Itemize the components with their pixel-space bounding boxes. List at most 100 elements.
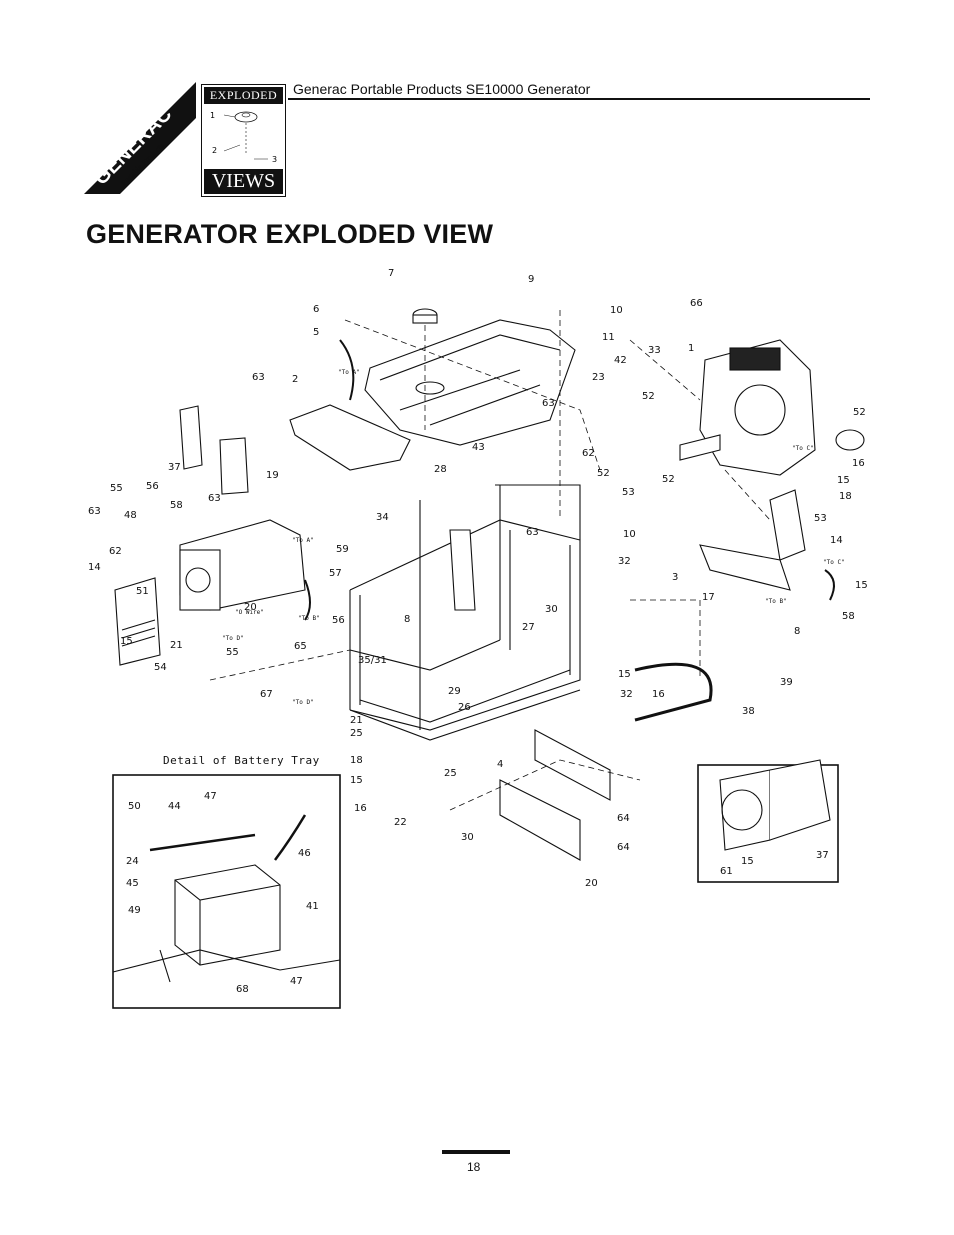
callout-7: 7 xyxy=(388,268,394,279)
callout-54: 55 xyxy=(226,647,239,658)
callout-16a: 16 xyxy=(852,458,865,469)
callout-5: 5 xyxy=(313,327,319,338)
callout-52f: 53 xyxy=(814,513,827,524)
callout-15d: 15 xyxy=(618,669,631,680)
callout-63: 63 xyxy=(252,372,265,383)
callout-23: 23 xyxy=(592,372,605,383)
callout-62a: 63 xyxy=(208,493,221,504)
battery-tray-caption: Detail of Battery Tray xyxy=(163,754,320,767)
callout-52a: 52 xyxy=(642,391,655,402)
callout-18a: 18 xyxy=(839,491,852,502)
views-label-2: 2 xyxy=(212,146,217,155)
note-to-b-2: "To B" xyxy=(765,598,787,605)
callout-43: 44 xyxy=(168,801,181,812)
callout-41: 42 xyxy=(614,355,627,366)
callout-63d: 64 xyxy=(617,813,630,824)
callout-14b: 14 xyxy=(88,562,101,573)
callout-19: 19 xyxy=(266,470,279,481)
callout-15f: 15 xyxy=(741,856,754,867)
page-number: 18 xyxy=(467,1160,481,1174)
callout-50: 50 xyxy=(128,801,141,812)
note-o-wire: "O Wire" xyxy=(235,609,264,616)
callout-4: 4 xyxy=(497,759,503,770)
note-to-d-2: "To D" xyxy=(292,699,314,706)
callout-48: 48 xyxy=(124,510,137,521)
views-badge-illustration: 1 2 3 xyxy=(210,111,277,164)
callout-64: 66 xyxy=(690,298,703,309)
callout-12: 11 xyxy=(602,332,615,343)
callout-45: 46 xyxy=(298,848,311,859)
views-label-3: 3 xyxy=(272,155,277,164)
callout-9: 10 xyxy=(610,305,623,316)
callout-51: 51 xyxy=(136,586,149,597)
callout-6: 6 xyxy=(313,304,319,315)
callout-52e: 53 xyxy=(622,487,635,498)
callout-28: 27 xyxy=(522,622,535,633)
callout-18b: 18 xyxy=(350,755,363,766)
callout-3: 3 xyxy=(672,572,678,583)
callout-16b: 16 xyxy=(652,689,665,700)
callout-57: 58 xyxy=(842,611,855,622)
callout-34: 33 xyxy=(648,345,661,356)
header-title: Generac Portable Products SE10000 Genera… xyxy=(293,81,591,97)
callout-65: 67 xyxy=(260,689,273,700)
callout-2: 2 xyxy=(292,374,298,385)
callout-49: 49 xyxy=(128,905,141,916)
callout-21b: 21 xyxy=(350,715,363,726)
callout-20a: 20 xyxy=(244,602,257,613)
callout-22: 22 xyxy=(394,817,407,828)
callout-15c: 15 xyxy=(120,636,133,647)
callout-63c: 63 xyxy=(526,527,539,538)
note-to-c-2: "To C" xyxy=(823,559,845,566)
callout-38: 38 xyxy=(742,706,755,717)
callout-29: 28 xyxy=(434,464,447,475)
note-to-a-2: "To A" xyxy=(292,537,314,544)
callout-20b: 20 xyxy=(585,878,598,889)
callout-52b: 52 xyxy=(853,407,866,418)
callout-8b: 8 xyxy=(794,626,800,637)
callout-46: 47 xyxy=(204,791,217,802)
callout-36: 34 xyxy=(376,512,389,523)
callout-42: 43 xyxy=(472,442,485,453)
callout-37b: 37 xyxy=(816,850,829,861)
callout-58b: 59 xyxy=(336,544,349,555)
callout-52c: 52 xyxy=(597,468,610,479)
header-rule xyxy=(288,98,870,100)
generac-logo: GENERAC Portable Products xyxy=(84,82,196,194)
callout-67: 68 xyxy=(236,984,249,995)
callout-10: 9 xyxy=(528,274,534,285)
callout-62b: 63 xyxy=(88,506,101,517)
callout-56b: 57 xyxy=(329,568,342,579)
callout-15b: 15 xyxy=(855,580,868,591)
callout-59: 61 xyxy=(720,866,733,877)
exploded-view-diagram: 7 9 6 5 10 11 66 1 33 42 23 63 2 63 52 5… xyxy=(88,268,868,1009)
callout-32a: 30 xyxy=(545,604,558,615)
callout-35-31: 35/31 xyxy=(358,655,387,666)
callout-26: 26 xyxy=(458,702,471,713)
callout-63e: 64 xyxy=(617,842,630,853)
callout-11: 10 xyxy=(623,529,636,540)
views-badge-top: EXPLODED xyxy=(204,87,283,104)
callout-44: 45 xyxy=(126,878,139,889)
exploded-views-badge: EXPLODED 1 2 3 VIEWS xyxy=(201,84,286,197)
views-label-1: 1 xyxy=(210,111,215,120)
callout-66: 65 xyxy=(294,641,307,652)
note-to-b-1: "To B" xyxy=(298,615,320,622)
page-title: GENERATOR EXPLODED VIEW xyxy=(86,219,494,249)
callout-1: 1 xyxy=(688,343,694,354)
callout-14a: 14 xyxy=(830,535,843,546)
callout-60: 62 xyxy=(582,448,595,459)
callout-33: 32 xyxy=(618,556,631,567)
callout-25b: 25 xyxy=(444,768,457,779)
callout-47: 47 xyxy=(290,976,303,987)
callout-52d: 52 xyxy=(662,474,675,485)
callout-21a: 21 xyxy=(170,640,183,651)
callout-56a: 56 xyxy=(146,481,159,492)
page-number-bar xyxy=(442,1150,510,1154)
callout-15a: 15 xyxy=(837,475,850,486)
callout-25a: 25 xyxy=(350,728,363,739)
callout-58a: 58 xyxy=(170,500,183,511)
callout-39: 39 xyxy=(780,677,793,688)
callout-61: 62 xyxy=(109,546,122,557)
note-to-c-1: "To C" xyxy=(792,445,814,452)
